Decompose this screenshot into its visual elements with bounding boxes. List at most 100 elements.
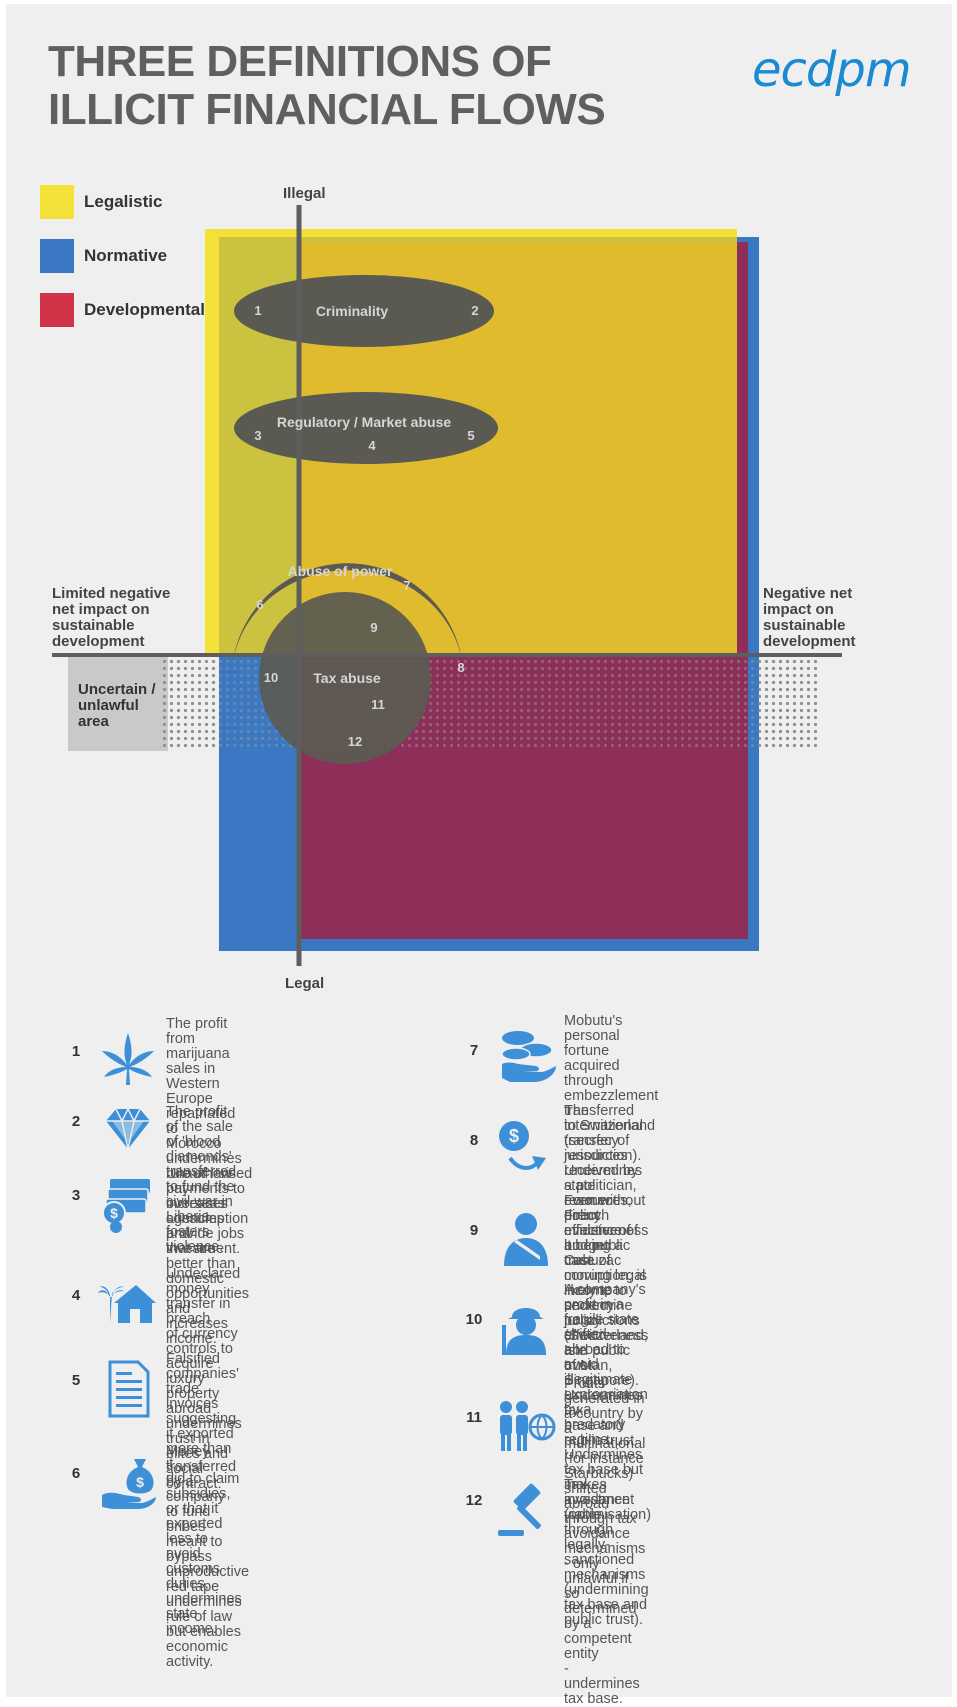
example-number: 1 xyxy=(71,1043,81,1060)
description-line: Undeclared money transfer in breach xyxy=(166,1266,241,1327)
description-line: multinational (for instance Starbucks) xyxy=(564,1436,646,1482)
description-line: Tax avoidance (optimisation) xyxy=(564,1477,652,1523)
dotted-band-left xyxy=(162,656,219,751)
developmental-swatch xyxy=(40,293,74,327)
description-line: Undermines tax base but makes xyxy=(564,1447,643,1493)
invoice-icon xyxy=(98,1358,158,1418)
description-line: of Man, Singapore). Undermines tax xyxy=(564,1358,643,1419)
description-line: rule of law but enables economic xyxy=(166,1609,241,1655)
diamond-icon xyxy=(98,1099,158,1159)
description-line: Unauthorised payments to xyxy=(166,1166,253,1197)
description-line: The profit from marijuana sales in xyxy=(166,1016,230,1077)
example-number: 8 xyxy=(469,1132,479,1149)
description-line: that are better than domestic xyxy=(166,1241,236,1287)
example-number: 10 xyxy=(465,1311,483,1328)
description-line: mechanisms (undermining xyxy=(564,1567,649,1598)
example-number: 12 xyxy=(465,1492,483,1509)
title-line-1: THREE DEFINITIONS OF xyxy=(48,37,552,86)
worker-icon xyxy=(496,1297,556,1357)
legal-axis-label: Legal xyxy=(285,975,325,992)
example-number: 4 xyxy=(71,1287,81,1304)
description-line: property abroad undermines trust in xyxy=(166,1386,242,1447)
description-line: secrecy jurisdictions (Switzerland, Isle xyxy=(564,1298,648,1359)
legend-legalistic: Legalistic xyxy=(40,185,163,219)
region-num: 3 xyxy=(254,428,261,443)
description-line: shifted abroad through tax avoidance xyxy=(564,1481,637,1542)
example-number: 2 xyxy=(71,1113,81,1130)
tax-abuse-circle xyxy=(259,592,431,764)
description-line: corruption, is likely to undermine xyxy=(564,1268,648,1314)
legend-developmental: Developmental xyxy=(40,293,205,327)
developmental-edge xyxy=(737,242,748,655)
description-line: direct evidence of it being a case of xyxy=(564,1208,639,1269)
region-num: 11 xyxy=(371,697,385,712)
example-number: 7 xyxy=(469,1042,479,1059)
title-line-2: ILLICIT FINANCIAL FLOWS xyxy=(48,85,606,134)
legend-normative: Normative xyxy=(40,239,168,273)
example-description: Tax avoidance (optimisation)through lega… xyxy=(564,1478,651,1628)
description-line: income. xyxy=(166,1331,217,1347)
description-line: through embezzlement transferred xyxy=(564,1073,659,1119)
description-line: tax base and public trust). xyxy=(564,1597,648,1628)
money-stack-icon: $ xyxy=(98,1173,158,1233)
example-number: 3 xyxy=(71,1187,81,1204)
description-line: Money transferred by a company xyxy=(166,1444,237,1505)
description-line: diamonds' transferred to fund the xyxy=(166,1149,237,1195)
description-line: suggesting it exported more than it xyxy=(166,1411,237,1472)
legend-label: Normative xyxy=(84,246,168,265)
ecdpm-logo: ecdpm xyxy=(752,42,912,98)
description-line: unproductive red tape undermines xyxy=(166,1564,250,1610)
gavel-icon xyxy=(496,1478,556,1538)
description-line: expropriation by a predatory regime. xyxy=(564,1387,648,1448)
description-line: to Switzerland (secrecy jurisdiction). xyxy=(564,1118,656,1164)
description-line: activity. xyxy=(166,1654,214,1670)
legend-label: Developmental xyxy=(84,300,205,319)
svg-text:$: $ xyxy=(136,1474,144,1490)
description-line: of currency controls to acquire luxury xyxy=(166,1326,238,1387)
description-line: The international transfer of resources xyxy=(564,1103,643,1164)
region-num: 1 xyxy=(254,303,261,318)
region-num: 5 xyxy=(467,428,474,443)
description-line: so determined by a competent entity xyxy=(564,1586,637,1662)
example-number: 11 xyxy=(466,1409,482,1426)
description-line: shifted abroad to avoid illegitimate xyxy=(564,1327,633,1388)
people-globe-icon xyxy=(496,1395,556,1455)
description-line: Former French minister of budget xyxy=(564,1193,631,1254)
uncertain-area-label: Uncertain / unlawful area xyxy=(78,681,156,730)
description-line: Cahuzac moving legal income to xyxy=(564,1253,646,1299)
description-line: increases consumption and xyxy=(166,1196,249,1242)
legend-label: Legalistic xyxy=(84,192,163,211)
normative-swatch xyxy=(40,239,74,273)
description-line: mechanisms - only unlawful if xyxy=(564,1541,646,1587)
description-line: The profit of the sale of 'blood xyxy=(166,1104,233,1150)
regulatory-label: Regulatory / Market abuse xyxy=(277,414,451,430)
description-line: did to claim subsidies, or that it xyxy=(166,1471,240,1517)
description-line: overseas agencies provide jobs xyxy=(166,1196,245,1242)
example-number: 5 xyxy=(71,1372,81,1389)
dollar-transfer-icon: $ xyxy=(496,1118,556,1178)
money-bag-hand-icon: $ xyxy=(98,1451,158,1511)
page-title: THREE DEFINITIONS OF ILLICIT FINANCIAL F… xyxy=(48,38,688,134)
description-line: Morocco undermines rule of law but xyxy=(166,1136,242,1197)
tax-abuse-label: Tax abuse xyxy=(313,670,381,686)
svg-text:$: $ xyxy=(110,1205,118,1221)
region-num: 6 xyxy=(256,597,263,612)
negative-impact-label: Negative net impact on sustainable devel… xyxy=(763,585,856,650)
description-line: elites and social contract. xyxy=(166,1446,229,1492)
region-num: 4 xyxy=(368,438,376,453)
description-line: investment. xyxy=(166,1241,241,1257)
description-line: opportunities and increases xyxy=(166,1286,250,1332)
region-num: 7 xyxy=(403,578,410,593)
description-line: A company's profit in a fragile state xyxy=(564,1282,646,1328)
ifff-diagram: Criminality 1 2 Regulatory / Market abus… xyxy=(52,205,842,966)
